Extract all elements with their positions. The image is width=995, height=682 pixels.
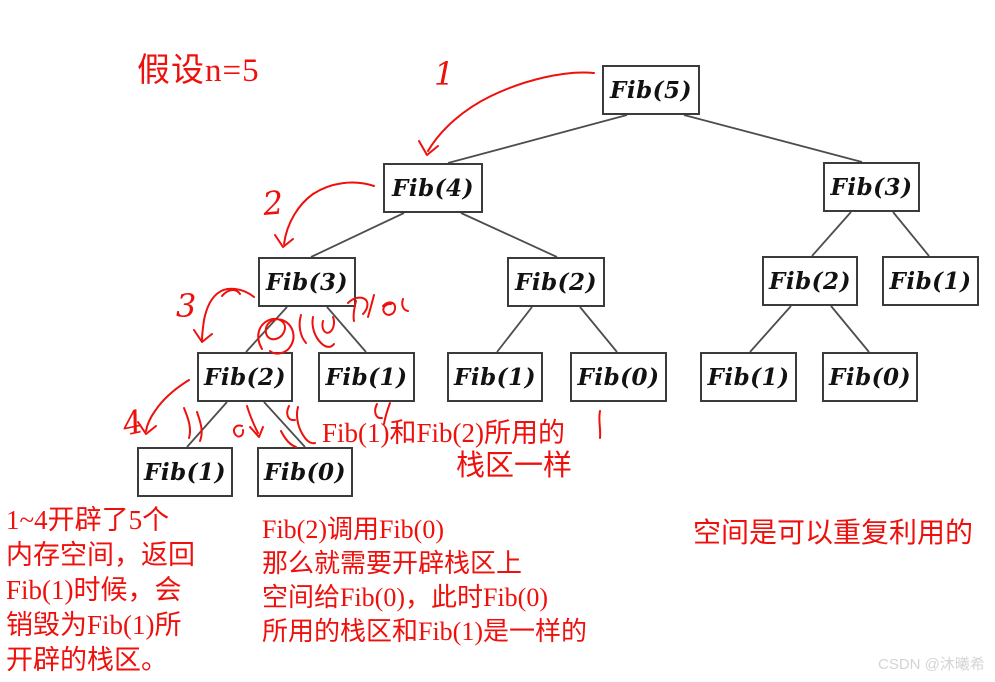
handwritten-arrow-1 (427, 71, 595, 152)
handwritten-step3-digit: 3 (176, 287, 196, 325)
scribble (367, 294, 375, 318)
note-line: Fib(2)调用Fib(0) (262, 515, 445, 544)
tree-node-fib5: Fib(5) (602, 65, 700, 115)
tree-node-fib0-r4: Fib(0) (822, 352, 918, 402)
handwritten-arrow-4-head (137, 421, 157, 435)
tree-node-fib2-right: Fib(2) (762, 256, 858, 306)
note-line: 开辟的栈区。 (6, 645, 168, 675)
handwritten-arrow-1-head (418, 140, 439, 156)
handwritten-step4-digit: 4 (118, 402, 147, 444)
scribble-arrow-down (246, 405, 259, 434)
note-line: 所用的栈区和Fib(1)是一样的 (262, 617, 588, 646)
note-bottom-right: 空间是可以重复利用的 (693, 518, 974, 549)
note-line: 销毁为Fib(1)所 (6, 610, 182, 640)
handwritten-arrow-2-head (274, 234, 294, 248)
tree-node-fib0-l4: Fib(0) (570, 352, 667, 402)
scribble (401, 298, 409, 312)
note-stack-same-line1: Fib(1)和Fib(2)所用的 (322, 418, 565, 448)
tree-node-fib0-l5: Fib(0) (257, 447, 353, 497)
tree-node-fib2-mid: Fib(2) (507, 257, 605, 307)
note-bottom-left: 1~4开辟了5个 内存空间，返回 Fib(1)时候，会 销毁为Fib(1)所 开… (6, 503, 195, 678)
scribble (598, 410, 602, 439)
tree-node-fib2-l4: Fib(2) (197, 352, 293, 402)
scribble (286, 405, 296, 422)
handwritten-step1-digit: 1 (434, 55, 454, 93)
scribble (221, 289, 241, 297)
note-line: 内存空间，返回 (6, 540, 195, 570)
note-line: 1~4开辟了5个 (6, 505, 170, 535)
scribble (321, 316, 335, 334)
csdn-watermark: CSDN @沐曦希 (878, 656, 985, 673)
note-line: 那么就需要开辟栈区上 (262, 549, 523, 578)
tree-node-fib3-right: Fib(3) (823, 162, 920, 212)
handwritten-arrow-4 (145, 379, 190, 432)
tree-node-fib1-l4a: Fib(1) (318, 352, 415, 402)
handwritten-arrow-3 (201, 287, 255, 341)
tree-node-fib4: Fib(4) (383, 163, 483, 213)
note-line: Fib(1)时候，会 (6, 575, 182, 605)
page-title: 假设n=5 (137, 53, 260, 89)
scribble (257, 317, 295, 355)
tree-node-fib1-l4b: Fib(1) (447, 352, 543, 402)
handwritten-step2-digit: 2 (260, 183, 285, 223)
scribble (232, 424, 245, 438)
scribble (311, 316, 335, 348)
scribble (183, 407, 192, 439)
note-stack-same-line2: 栈区一样 (456, 450, 573, 482)
tree-node-fib1-right: Fib(1) (882, 256, 979, 306)
scribble (280, 430, 297, 448)
scribble (298, 314, 307, 344)
scribble (382, 301, 397, 316)
scribble (196, 411, 203, 442)
note-line: 空间给Fib(0)，此时Fib(0) (262, 583, 549, 612)
tree-node-fib1-r4: Fib(1) (700, 352, 797, 402)
tree-node-fib1-l5: Fib(1) (137, 447, 233, 497)
scribble (295, 406, 316, 445)
handwritten-arrow-3-head (193, 329, 213, 343)
handwritten-arrow-2 (283, 181, 375, 245)
note-bottom-mid: Fib(2)调用Fib(0) 那么就需要开辟栈区上 空间给Fib(0)，此时Fi… (262, 513, 587, 649)
tree-node-fib3-left: Fib(3) (258, 257, 356, 307)
scribble-arrow-down-head (249, 426, 264, 438)
